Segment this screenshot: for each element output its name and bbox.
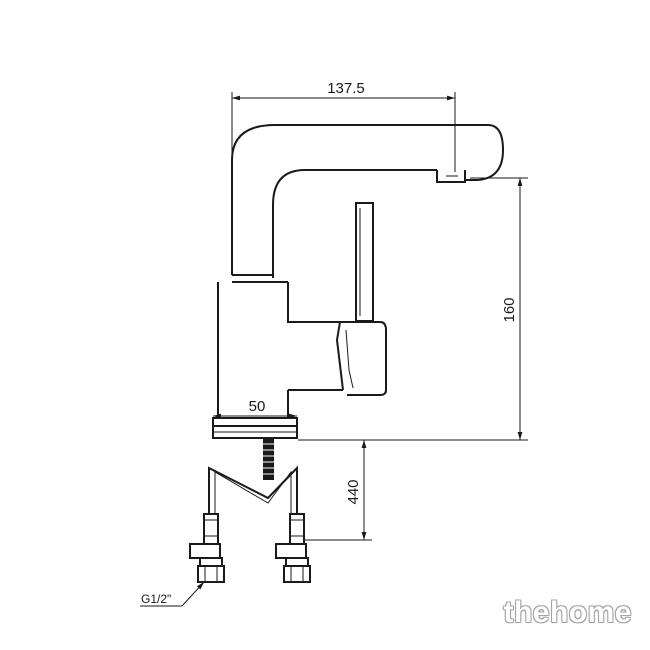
connection-label: G1/2": [141, 592, 171, 606]
watermark-logo: thehome: [503, 596, 632, 629]
dimension-height: 160: [298, 177, 528, 441]
dimension-hose-length: 440: [304, 440, 372, 541]
dimension-label-height: 160: [501, 297, 518, 322]
dimension-label-base-width: 50: [249, 398, 266, 415]
right-connector: [275, 513, 311, 583]
mounting-rod: [263, 438, 274, 480]
flexible-hoses: [208, 465, 298, 514]
spout: [231, 124, 505, 283]
left-connector: [189, 513, 225, 583]
dimension-label-spout-reach: 137.5: [327, 80, 365, 97]
dimension-label-hose-length: 440: [345, 479, 362, 504]
dimension-base-width: 50: [213, 398, 297, 419]
dimension-spout-reach: 137.5: [231, 80, 456, 172]
lever-handle: [335, 202, 387, 396]
faucet-body: [217, 282, 343, 418]
connection-callout: G1/2": [140, 581, 205, 607]
base-plate: [212, 417, 298, 439]
